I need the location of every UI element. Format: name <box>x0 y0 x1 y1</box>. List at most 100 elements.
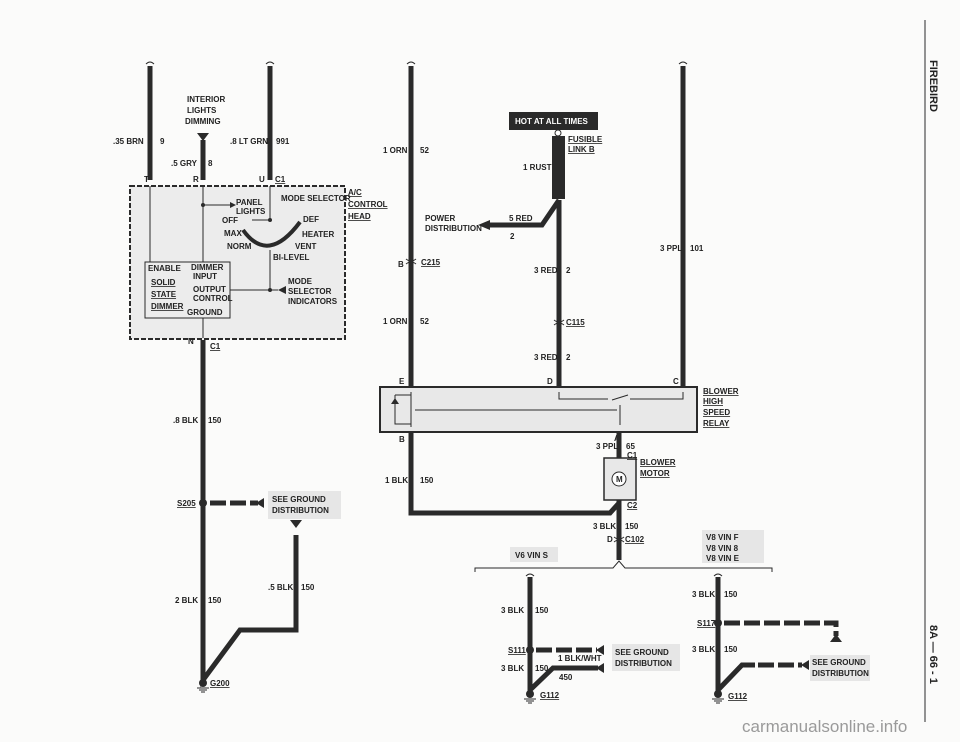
v8-ground-w2-size-label: 3 BLK <box>692 645 715 654</box>
ground-icon <box>199 679 207 687</box>
top-left-w1-circuit-label: 9 <box>160 137 165 146</box>
middle-rust-label: 1 RUST <box>523 163 552 172</box>
left-ground-w2-circuit-label: 150 <box>301 583 315 592</box>
v8-ground-w1-size-label: 3 BLK <box>692 590 715 599</box>
ground-icon <box>714 690 722 698</box>
ground-icon <box>526 690 534 698</box>
middle-orn2-size-label: 1 ORN <box>383 317 408 326</box>
left-ground-w1-size-label: .8 BLK <box>173 416 199 425</box>
control-head-output1-label: OUTPUT <box>193 285 226 294</box>
left-ground-see2-label: DISTRIBUTION <box>272 506 329 515</box>
v6-ground-ground-label: G112 <box>540 691 560 700</box>
left-ground-w3-size-label: 2 BLK <box>175 596 198 605</box>
motor-icon <box>611 471 627 487</box>
motor-t1-label: BLOWER <box>640 458 676 467</box>
top-left-pin-u-label: U <box>259 175 265 184</box>
middle-fusible2-label: LINK B <box>568 145 595 154</box>
top-left-conn-c1-label: C1 <box>275 175 286 184</box>
control-head-dimmer-input1-label: DIMMER <box>191 263 224 272</box>
top-left-gry-circuit-label: 8 <box>208 159 213 168</box>
margin-model-label: FIREBIRD <box>927 60 939 112</box>
middle-c215-pin-label: B <box>398 260 404 269</box>
control-head-norm-label: NORM <box>227 242 252 251</box>
top-left-w2-circuit-label: 991 <box>276 137 290 146</box>
control-head-state-label: STATE <box>151 290 177 299</box>
blower-high-speed-relay: E D C B A BLOWER HIGH SPEED RELAY <box>379 377 739 444</box>
left-ground-w1-circuit-label: 150 <box>208 416 222 425</box>
control-head-def-label: DEF <box>303 215 319 224</box>
relay-t1-label: BLOWER <box>703 387 739 396</box>
variants-v6-label: V6 VIN S <box>515 551 549 560</box>
control-head-pin-n-label: N <box>188 337 194 346</box>
middle-red3b-circuit-label: 2 <box>566 353 571 362</box>
motor-ppl-circuit-label: 65 <box>626 442 635 451</box>
motor-t2-label: MOTOR <box>640 469 670 478</box>
top-left-gry-size-label: .5 GRY <box>171 159 198 168</box>
hot-at-all-times-badge <box>509 112 598 130</box>
motor-c102-label: C102 <box>625 535 645 544</box>
relay-t3-label: SPEED <box>703 408 730 417</box>
v8-ground-ground-label: G112 <box>728 692 748 701</box>
fusible-link <box>552 136 565 199</box>
v6-ground-w2-size-label: 3 BLK <box>501 664 524 673</box>
top-left-dim-l2-label: LIGHTS <box>187 106 217 115</box>
control-head-title1-label: A/C <box>348 188 362 197</box>
ac-control-head: A/C CONTROL HEAD PANEL LIGHTS MODE SELEC… <box>129 185 388 351</box>
control-head-title3-label: HEAD <box>348 212 371 221</box>
left-ground-w3-circuit-label: 150 <box>208 596 222 605</box>
control-head-max-label: MAX <box>224 229 242 238</box>
top-left-pin-r-label: R <box>193 175 199 184</box>
middle-red5-circuit-label: 2 <box>510 232 515 241</box>
v6-ground-see2-label: DISTRIBUTION <box>615 659 672 668</box>
middle-fusible1-label: FUSIBLE <box>568 135 603 144</box>
middle-orn-size-label: 1 ORN <box>383 146 408 155</box>
v8-ground-circuit: SEE GROUND DISTRIBUTION 3 BLK 150 S117 3… <box>692 573 870 704</box>
v6-ground-w2-circuit-label: 150 <box>535 664 549 673</box>
top-left-w2-size-label: .8 LT GRN <box>230 137 268 146</box>
v8-ground-see2-label: DISTRIBUTION <box>812 669 869 678</box>
control-head-mode-selector-label: MODE SELECTOR <box>281 194 351 203</box>
control-head-ind1-label: MODE <box>288 277 313 286</box>
v6-ground-circuit: SEE GROUND DISTRIBUTION 3 BLK 150 S111 1… <box>501 573 680 704</box>
top-left-w1-size-label: .35 BRN <box>113 137 144 146</box>
solid-state-dimmer <box>144 261 231 319</box>
left-ground-w2-size-label: .5 BLK <box>268 583 294 592</box>
middle-red5-label: 5 RED <box>509 214 533 223</box>
control-head-bilevel-label: BI-LEVEL <box>273 253 310 262</box>
motor-symbol-label: M <box>616 475 623 484</box>
motor-c1-label: C1 <box>627 451 638 460</box>
left-ground-see1-label: SEE GROUND <box>272 495 326 504</box>
relay-t4-label: RELAY <box>703 419 730 428</box>
top-left-dim-l1-label: INTERIOR <box>187 95 225 104</box>
v8-ground-see1-label: SEE GROUND <box>812 658 866 667</box>
middle-c115-label: C115 <box>566 318 585 327</box>
variants-v8a-label: V8 VIN F <box>706 533 739 542</box>
control-head-solid-label: SOLID <box>151 278 176 287</box>
margin-page-label: 8A — 66 - 1 <box>927 625 939 684</box>
v6-ground-w1-size-label: 3 BLK <box>501 606 524 615</box>
relay-pin-d-label: D <box>547 377 553 386</box>
engine-variants: V6 VIN S V8 VIN F V8 VIN 8 V8 VIN E <box>474 530 773 572</box>
motor-blk3-circuit-label: 150 <box>625 522 639 531</box>
motor-c2-label: C2 <box>627 501 638 510</box>
control-head-title2-label: CONTROL <box>348 200 388 209</box>
middle-hot-label: HOT AT ALL TIMES <box>515 117 589 126</box>
v6-ground-bw-circuit-label: 450 <box>559 673 573 682</box>
control-head-output2-label: CONTROL <box>193 294 233 303</box>
v8-ground-w2-circuit-label: 150 <box>724 645 738 654</box>
middle-orn2-circuit-label: 52 <box>420 317 429 326</box>
page-margin: FIREBIRD 8A — 66 - 1 <box>924 20 939 722</box>
middle-red3b-size-label: 3 RED <box>534 353 558 362</box>
middle-red3-circuit-label: 2 <box>566 266 571 275</box>
middle-ppl-size-label: 3 PPL <box>660 244 682 253</box>
variants-v8b-label: V8 VIN 8 <box>706 544 739 553</box>
motor-blk1-size-label: 1 BLK <box>385 476 408 485</box>
v6-ground-w1-circuit-label: 150 <box>535 606 549 615</box>
control-head-off-label: OFF <box>222 216 238 225</box>
watermark: carmanualsonline.info <box>742 717 907 736</box>
blower-motor-circuit: M 3 PPL 65 C1 BLOWER MOTOR C2 1 BLK 150 … <box>385 432 676 560</box>
middle-red3-size-label: 3 RED <box>534 266 558 275</box>
variants-v8c-label: V8 VIN E <box>706 554 740 563</box>
